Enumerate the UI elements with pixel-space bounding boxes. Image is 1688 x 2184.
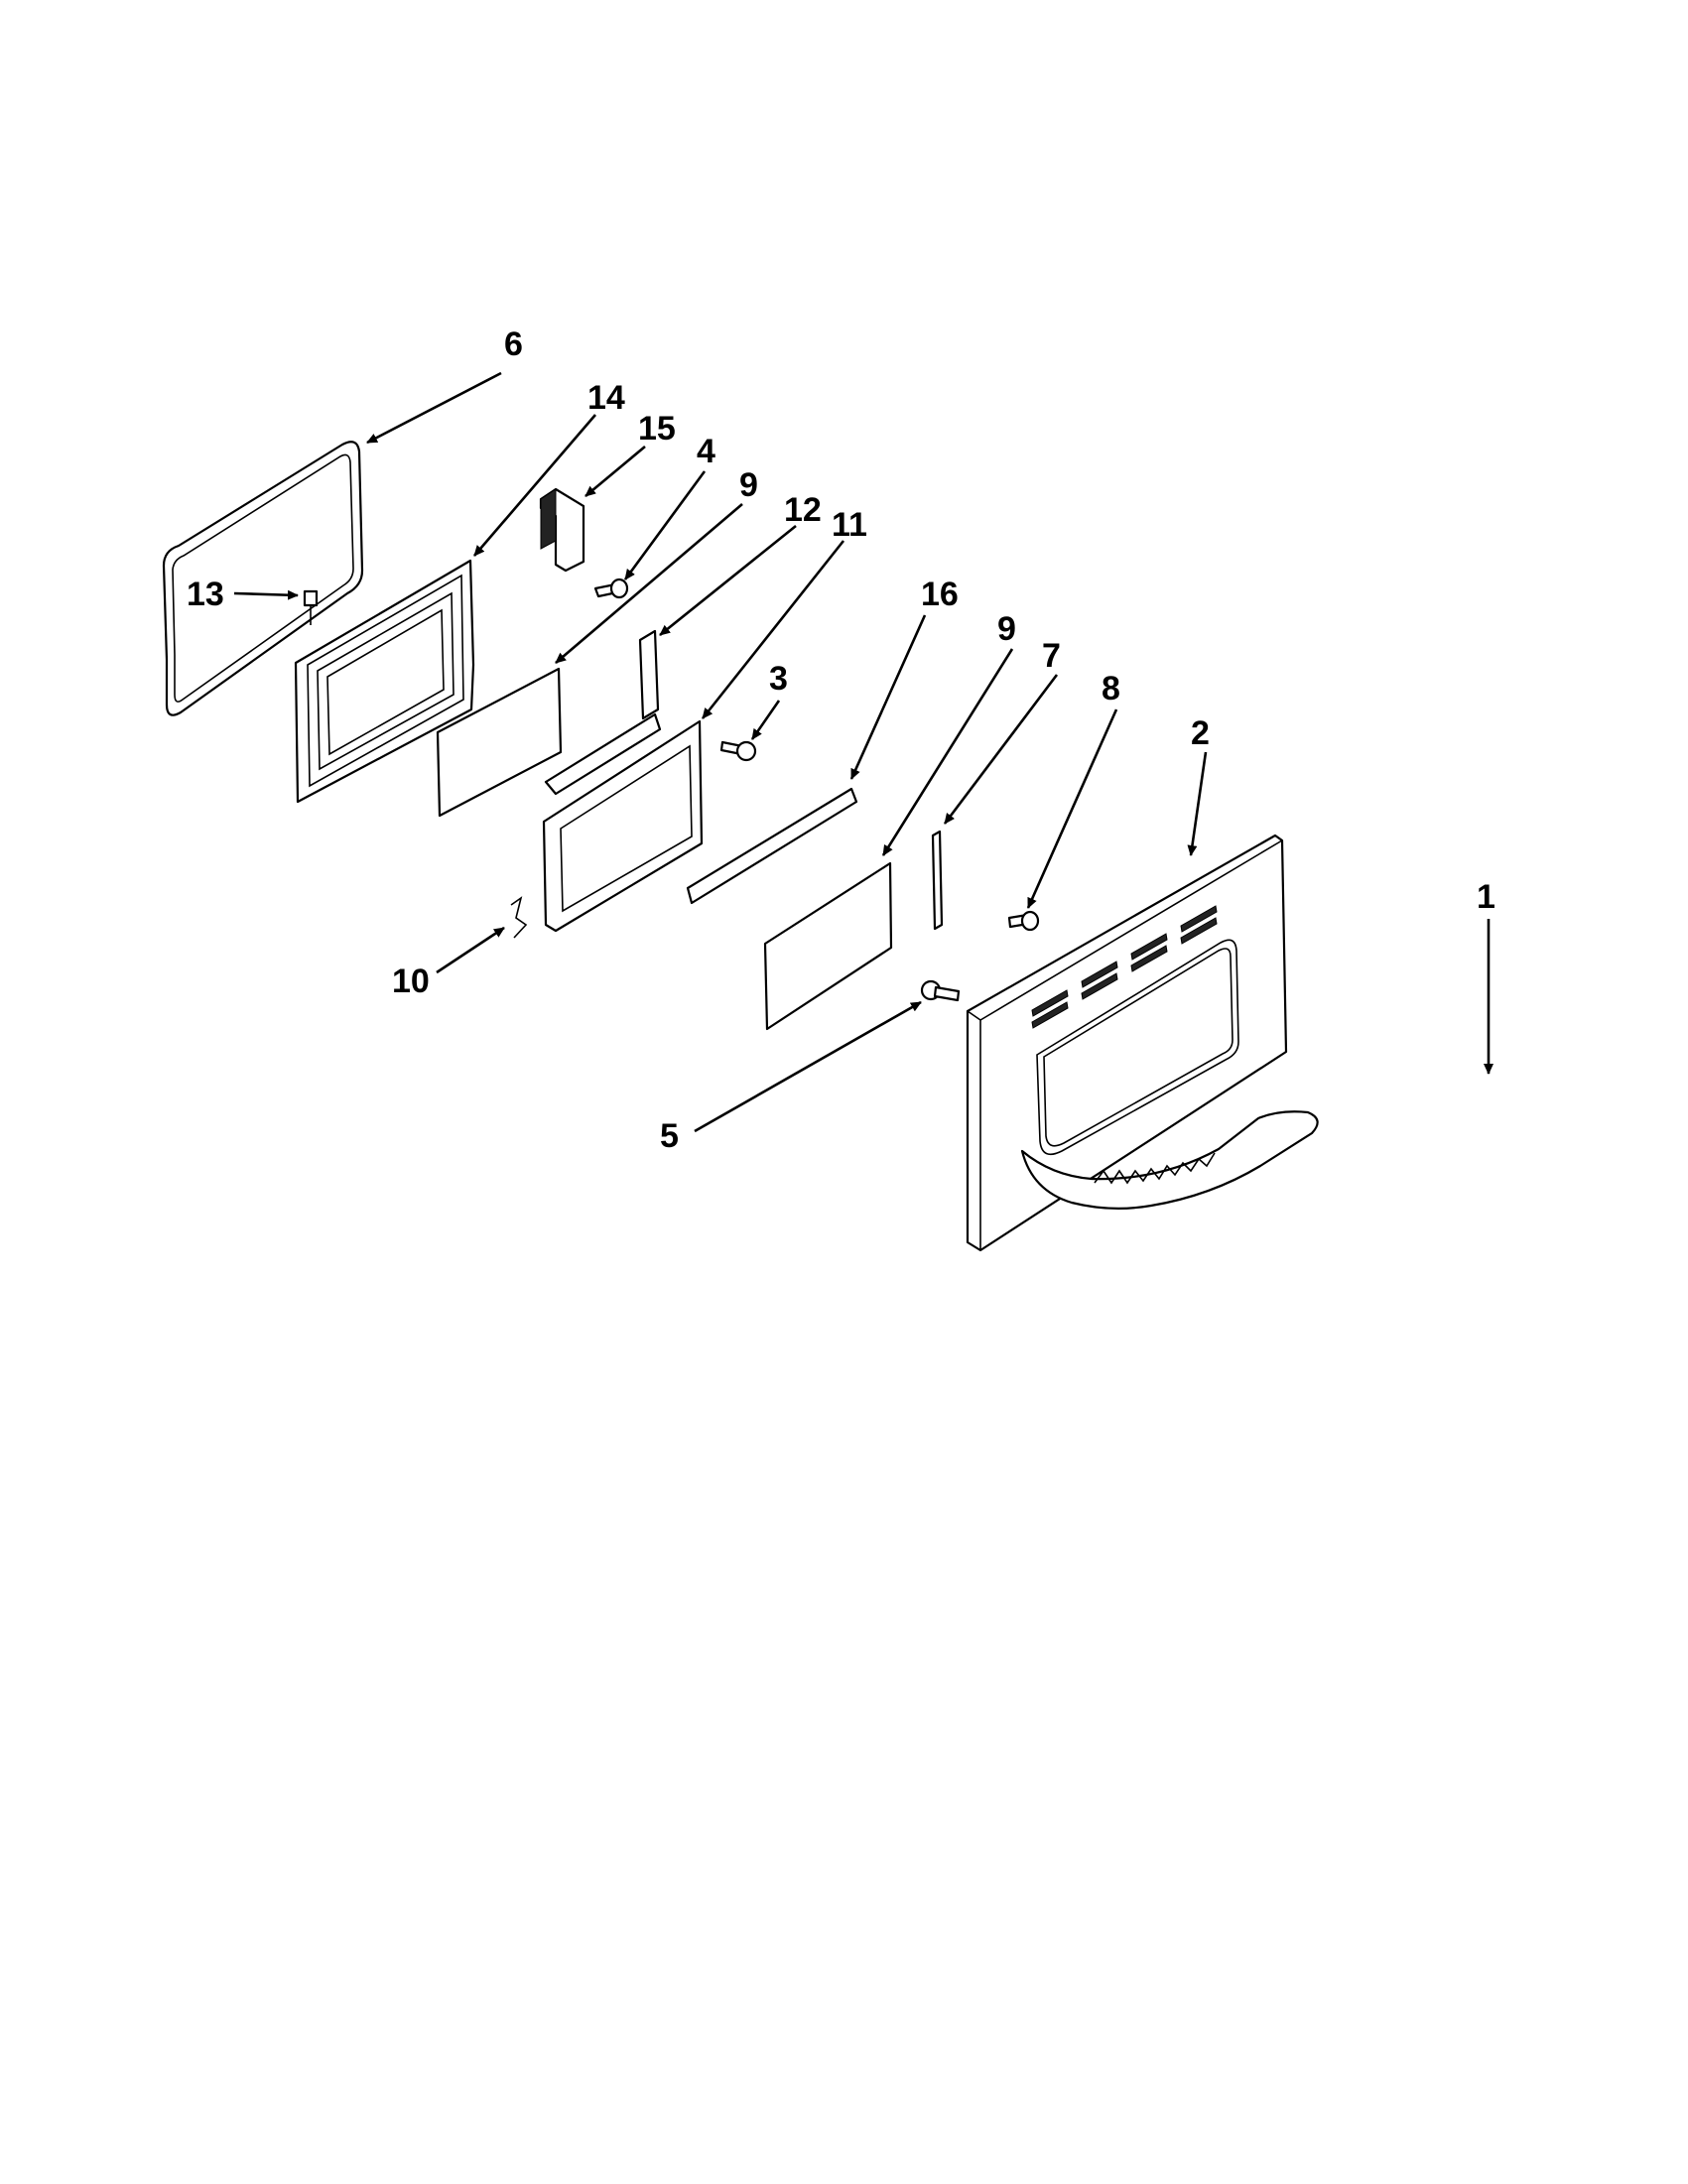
screw-part-4 <box>593 578 629 599</box>
callout-14: 14 <box>587 379 625 417</box>
callout-10: 10 <box>392 963 430 1000</box>
leader-9a <box>555 503 743 664</box>
leader-2 <box>1187 751 1208 856</box>
callout-9b: 9 <box>997 610 1016 648</box>
leader-6 <box>366 371 502 445</box>
leader-9b <box>881 648 1014 856</box>
callout-4: 4 <box>697 433 715 470</box>
screw-part-5 <box>920 979 961 1002</box>
leader-10 <box>436 926 505 974</box>
callout-8: 8 <box>1102 670 1120 707</box>
door-gasket-part-6 <box>162 441 364 716</box>
screw-part-8 <box>1007 910 1040 932</box>
leader-lines <box>233 371 1493 1133</box>
outer-door-panel-part-2 <box>966 834 1288 1252</box>
glass-panel-part-9-lower <box>763 861 893 1031</box>
door-vent-slots <box>1031 905 1218 1029</box>
glass-frame-part-11 <box>542 719 704 933</box>
leader-16 <box>849 614 927 780</box>
leader-5 <box>694 1000 922 1133</box>
callout-1: 1 <box>1477 878 1495 916</box>
callout-3: 3 <box>769 660 788 698</box>
callout-11: 11 <box>832 506 867 544</box>
vent-trim-part-16 <box>686 787 858 905</box>
leader-3 <box>750 700 781 740</box>
callout-5: 5 <box>660 1117 679 1155</box>
callout-13: 13 <box>187 576 224 613</box>
leader-12 <box>659 524 797 637</box>
insulation-part-12 <box>544 629 662 796</box>
callout-7: 7 <box>1042 637 1061 675</box>
door-handle-part-1 <box>1020 1110 1319 1210</box>
clip-part-10 <box>510 896 528 939</box>
callout-labels: 6 14 15 4 9 12 11 13 3 16 9 7 8 2 1 10 5 <box>187 325 1495 1155</box>
leader-8 <box>1026 708 1118 909</box>
callout-6: 6 <box>504 325 523 363</box>
leader-13 <box>233 589 299 600</box>
callout-9a: 9 <box>739 466 758 504</box>
leader-15 <box>584 446 646 497</box>
callout-12: 12 <box>784 491 822 529</box>
callout-15: 15 <box>638 410 676 448</box>
leader-11 <box>701 540 845 719</box>
screw-part-3 <box>719 740 757 762</box>
hinge-part-15 <box>539 487 585 573</box>
plug-part-13 <box>303 589 319 625</box>
callout-2: 2 <box>1191 714 1210 752</box>
side-trim-part-7 <box>931 830 944 931</box>
leader-7 <box>943 674 1059 825</box>
callout-16: 16 <box>921 576 959 613</box>
leader-14 <box>473 414 596 557</box>
inner-door-liner-part-14 <box>294 559 475 804</box>
glass-panel-part-9-upper <box>436 667 563 818</box>
leader-4 <box>623 470 707 580</box>
